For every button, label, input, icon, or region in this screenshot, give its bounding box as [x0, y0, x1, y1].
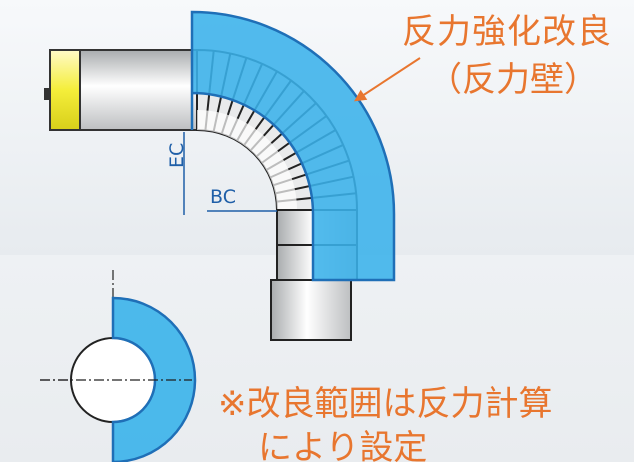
straight-pipe-horizontal [79, 49, 198, 131]
reaction-wall [190, 10, 396, 282]
title-improvement: 反力強化改良 [402, 12, 612, 52]
bend-inner-shade [197, 110, 297, 210]
label-bc: BC [210, 186, 236, 208]
note-range-line2: により設定 [258, 428, 428, 468]
cutter-head [44, 49, 81, 131]
label-ec: EC [166, 142, 188, 168]
callout-arrow [353, 57, 421, 102]
title-reaction-wall: （反力壁） [428, 60, 598, 100]
straight-pipe-vertical-lower [270, 279, 352, 341]
cross-section [40, 270, 197, 462]
note-range-line1: ※改良範囲は反力計算 [218, 384, 553, 424]
